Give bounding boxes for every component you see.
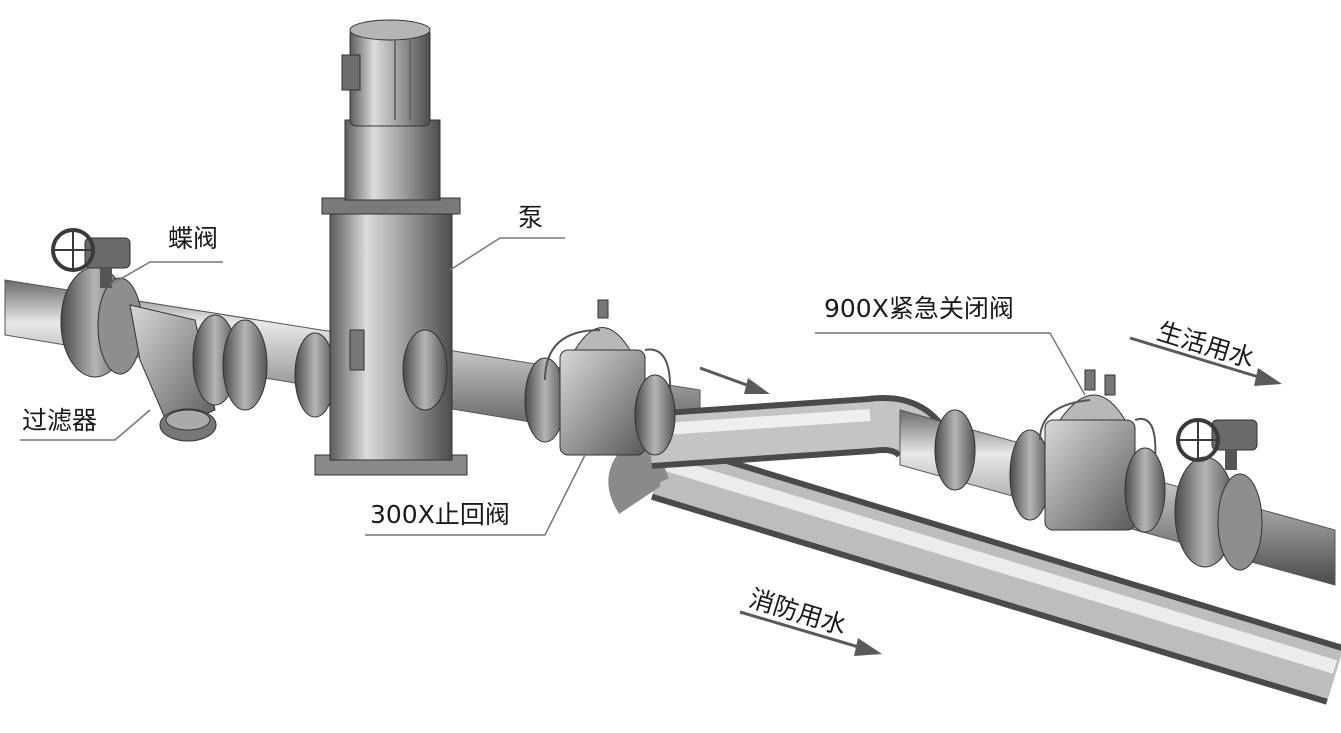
- inlet-flanges: [192, 314, 336, 418]
- label-filter: 过滤器: [22, 406, 98, 435]
- label-pump: 泵: [518, 203, 544, 232]
- butterfly-valve-right-icon: [1174, 418, 1263, 571]
- vertical-pump-icon: [314, 19, 468, 476]
- outlet-flanges: [934, 409, 976, 491]
- label-check-valve: 300X止回阀: [370, 500, 510, 529]
- flow-arrow-domestic-icon: [1129, 336, 1282, 386]
- y-strainer-icon: [129, 304, 217, 442]
- check-valve-icon: [524, 299, 676, 456]
- shutoff-valve-icon: [1009, 369, 1166, 533]
- domestic-crossover-pipe: [648, 395, 944, 469]
- label-butterfly-valve: 蝶阀: [168, 224, 219, 253]
- flow-arrow-icon: [699, 366, 770, 394]
- butterfly-valve-icon: [51, 228, 143, 378]
- leader-lines: [20, 237, 1086, 536]
- fire-water-pipe: [608, 431, 1341, 705]
- flow-arrow-fire-icon: [739, 610, 882, 656]
- label-shutoff-valve: 900X紧急关闭阀: [824, 294, 1014, 323]
